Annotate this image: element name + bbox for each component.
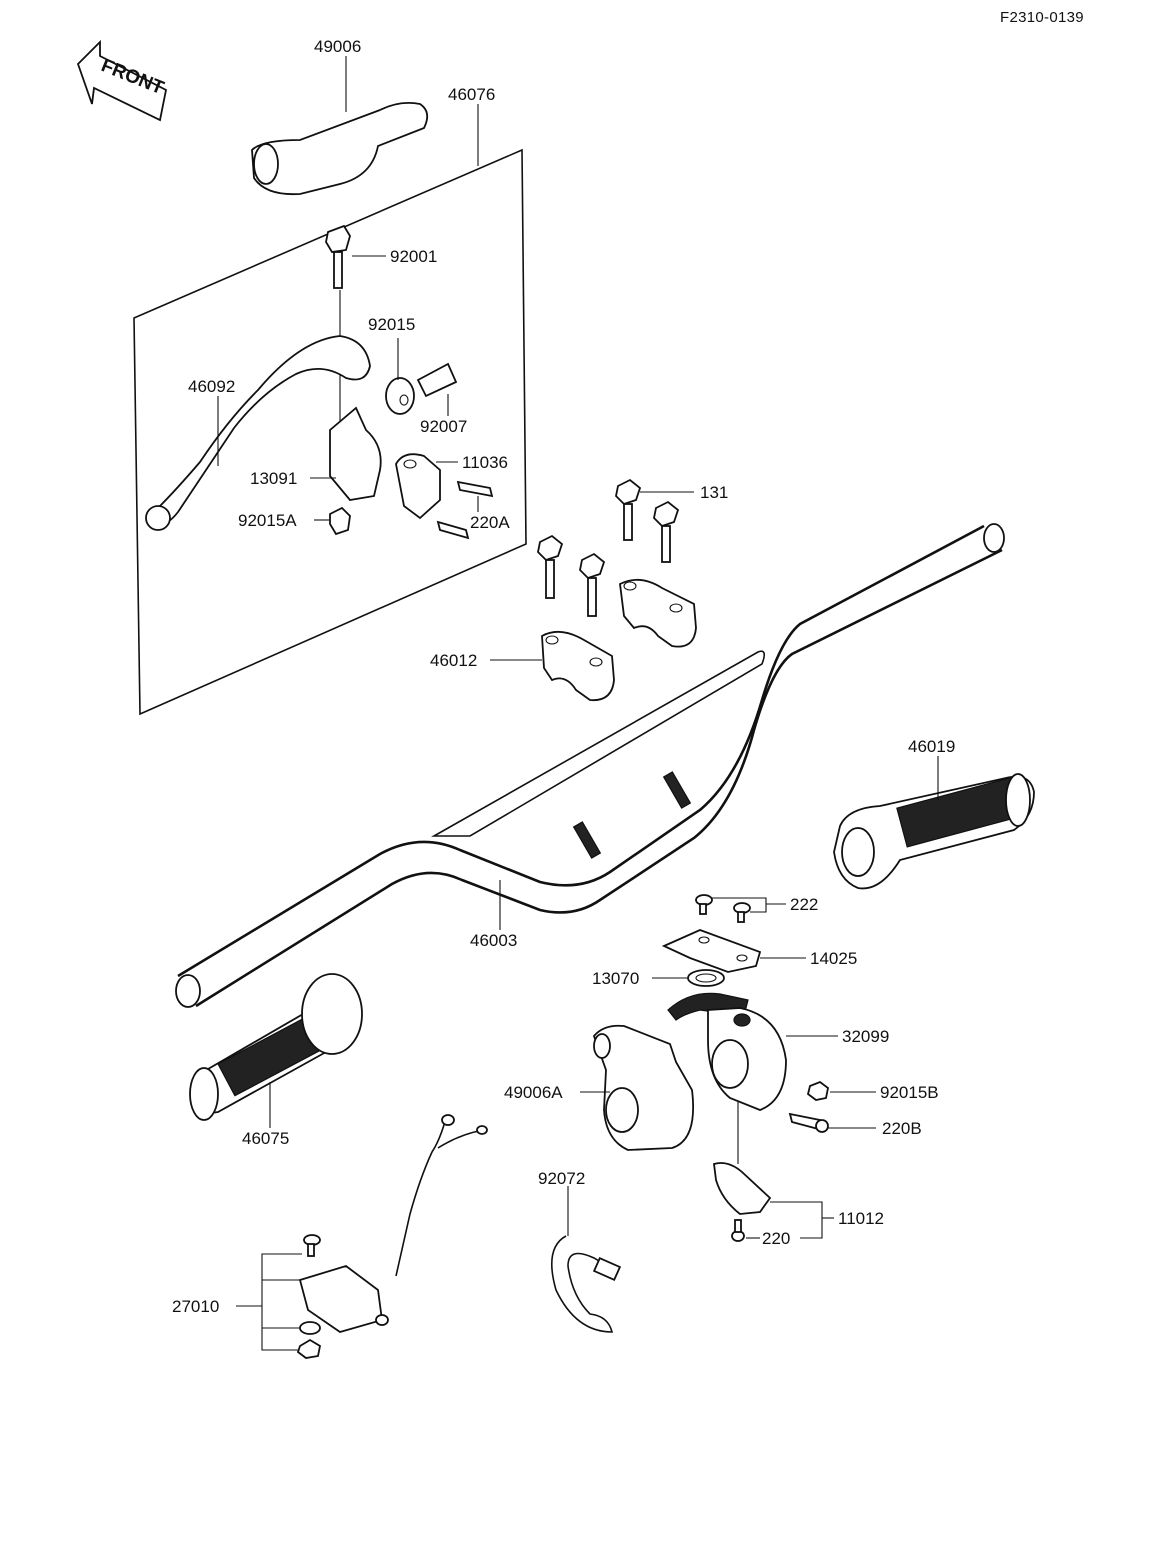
part-49006-label: 49006 <box>314 37 361 56</box>
part-46075-label: 46075 <box>242 1129 289 1148</box>
part-92015A-label: 92015A <box>238 511 297 530</box>
front-arrow: FRONT <box>76 39 167 122</box>
part-92015-label: 92015 <box>368 315 415 334</box>
lever-holder <box>329 406 441 520</box>
part-32099-label: 32099 <box>842 1027 889 1046</box>
handlebar <box>175 523 1005 1008</box>
part-46076-label: 46076 <box>448 85 495 104</box>
part-46092-label: 46092 <box>188 377 235 396</box>
part-49006A-label: 49006A <box>504 1083 563 1102</box>
bolt-92001 <box>325 224 351 289</box>
part-14025-label: 14025 <box>810 949 857 968</box>
part-11036-label: 11036 <box>462 453 508 472</box>
part-11012-label: 11012 <box>838 1209 884 1228</box>
right-grip <box>833 773 1035 890</box>
throttle-housing-32099 <box>667 992 787 1111</box>
part-13070-label: 13070 <box>592 969 639 988</box>
part-220B-label: 220B <box>882 1119 922 1138</box>
part-92001-label: 92001 <box>390 247 437 266</box>
screw-220b <box>788 1112 829 1133</box>
cover-14025 <box>661 929 762 973</box>
part-13091-label: 13091 <box>250 469 297 488</box>
part-46012-label: 46012 <box>430 651 477 670</box>
nut-92015b <box>806 1080 829 1101</box>
cable-guide-11012 <box>713 1162 772 1242</box>
clutch-lever <box>145 335 371 531</box>
pulley-13070 <box>687 969 725 987</box>
diagram-code: F2310-0139 <box>1000 9 1084 26</box>
part-131-label: 131 <box>700 483 728 502</box>
housing-49006a <box>592 1024 694 1151</box>
part-220-label: 220 <box>762 1229 790 1248</box>
nut-92015a <box>329 506 351 536</box>
handlebar-pad <box>251 101 429 196</box>
engine-stop-switch <box>296 1114 488 1359</box>
lever-assembly-box <box>133 148 527 716</box>
part-27010-label: 27010 <box>172 1297 219 1316</box>
screws-222 <box>695 894 751 923</box>
bolts-131 <box>537 478 680 617</box>
cable-clip-92072 <box>550 1235 622 1333</box>
lever-adjuster <box>385 362 458 415</box>
handlebar-clamps <box>541 578 697 702</box>
part-220A-label: 220A <box>470 513 510 532</box>
part-222-label: 222 <box>790 895 818 914</box>
part-92072-label: 92072 <box>538 1169 585 1188</box>
part-92007-label: 92007 <box>420 417 467 436</box>
left-grip <box>189 973 363 1121</box>
screws-220a <box>436 480 494 540</box>
part-46003-label: 46003 <box>470 931 517 950</box>
part-92015B-label: 92015B <box>880 1083 939 1102</box>
part-46019-label: 46019 <box>908 737 955 756</box>
